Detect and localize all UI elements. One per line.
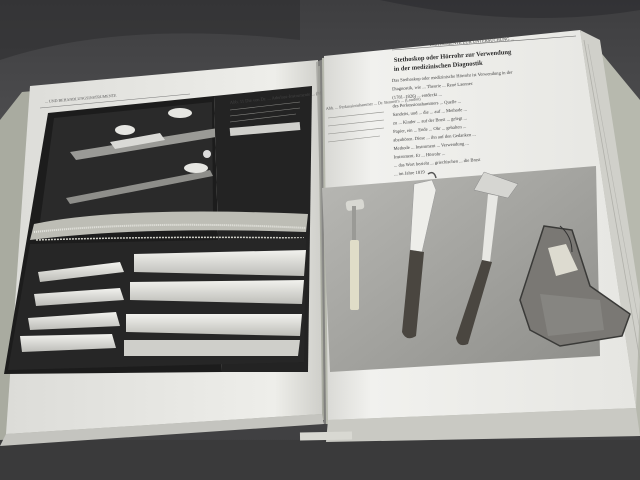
left-running-head: ... UND BEHANDLUNGSINSTRUMENTE <box>45 93 118 104</box>
body-text-line: Instrument. Er ... Hörrohr ... <box>394 151 446 160</box>
right-side-caption-lines <box>327 111 385 143</box>
instrument-pouch <box>519 225 631 347</box>
left-caption-lines <box>229 101 301 123</box>
body-text-line: des Perkussionshammers ... Quelle ... <box>392 99 461 109</box>
body-text-line: Sandeits, und ... die ... auf ... Method… <box>393 107 468 118</box>
right-running-head: INSTRUMENTE ZUR UNTERSUCHUNG ... <box>430 36 514 47</box>
instruments-photo <box>322 166 631 372</box>
body-text-line: ... das Wort bezieht ... griechischen ..… <box>394 157 482 168</box>
body-text-line: ... im Jahre 1819 <box>394 169 426 176</box>
left-page: ... UND BEHANDLUNGSINSTRUMENTE <box>0 60 354 446</box>
body-text-line: (1781–1826) ... entdeckt ... <box>392 92 442 100</box>
body-text-line: Diagnostik, wie ... Theorie ... René Lae… <box>392 81 473 93</box>
right-page: INSTRUMENTE ZUR UNTERSUCHUNG ... Stethos… <box>299 30 640 442</box>
scalpel <box>402 171 437 339</box>
body-text-line: Methode ... Instrument ... Verwendung ..… <box>393 141 469 151</box>
body-text-line: zu ... Kinder ... auf der Brust ... gele… <box>393 115 467 125</box>
percussion-hammer <box>456 171 519 346</box>
instrument-case-photo <box>4 86 312 374</box>
right-body-text: Das Stethoskop oder medizinische Hörrohr… <box>392 70 513 177</box>
body-text-line: Papier, ein ... Ende ... Ohr ... gehalte… <box>393 124 467 135</box>
spine-label <box>299 431 353 441</box>
body-text-line: abzuhören. Diese ... ihn auf den Gedanke… <box>393 132 476 143</box>
small-hammer <box>345 199 365 310</box>
